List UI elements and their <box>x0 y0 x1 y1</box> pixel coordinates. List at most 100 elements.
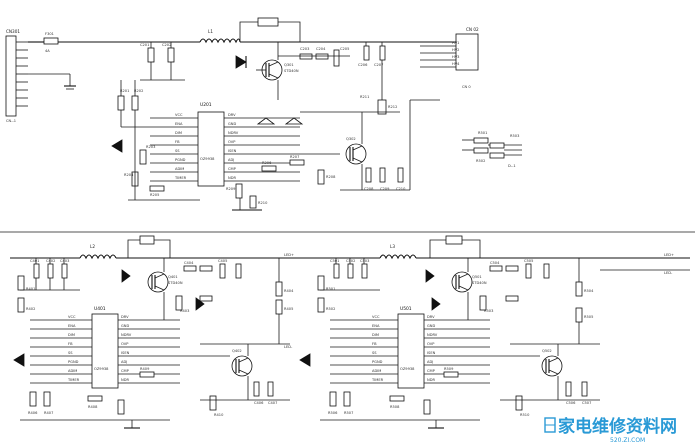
svg-text:DRV: DRV <box>228 113 236 117</box>
lower-left-circuit: L2 Q401 STD40N <box>10 235 300 429</box>
svg-text:C205: C205 <box>340 47 349 51</box>
svg-text:DIM: DIM <box>175 131 182 135</box>
svg-text:R404: R404 <box>284 289 294 293</box>
svg-text:R205: R205 <box>150 193 159 197</box>
fuse-label: F301 <box>45 32 54 36</box>
svg-text:ISEN: ISEN <box>121 351 130 355</box>
svg-text:R506: R506 <box>328 411 338 415</box>
svg-text:R207: R207 <box>290 155 299 159</box>
svg-text:PGND: PGND <box>68 360 79 364</box>
mosfet-q401 <box>147 271 169 293</box>
svg-text:ADJ: ADJ <box>228 158 234 162</box>
svg-text:C404: C404 <box>184 261 194 265</box>
svg-text:GND: GND <box>228 122 236 126</box>
svg-text:C207: C207 <box>374 63 383 67</box>
svg-text:FB: FB <box>175 140 180 144</box>
input-cap-1 <box>147 47 155 63</box>
svg-text:R401: R401 <box>26 287 35 291</box>
svg-text:PGND: PGND <box>175 158 186 162</box>
svg-text:C204: C204 <box>316 47 326 51</box>
mosfet-q502 <box>541 355 563 377</box>
svg-text:R203: R203 <box>146 145 155 149</box>
svg-text:R407: R407 <box>44 411 53 415</box>
ic-u201-right-pins: DRV GND NDRV OVP ISEN ADJ CMP NDR <box>224 113 340 182</box>
svg-text:NDR: NDR <box>228 176 236 180</box>
watermark-text: 家电维修资料网 <box>558 416 677 437</box>
svg-text:Q501: Q501 <box>472 275 482 279</box>
svg-text:TIMER: TIMER <box>174 176 187 180</box>
svg-text:R509: R509 <box>444 367 454 371</box>
svg-text:R211: R211 <box>360 95 369 99</box>
svg-text:C209: C209 <box>380 187 390 191</box>
input-connector <box>5 35 17 117</box>
svg-text:CMP: CMP <box>121 369 130 373</box>
svg-text:Q402: Q402 <box>232 349 242 353</box>
svg-text:NDRV: NDRV <box>427 333 438 337</box>
svg-text:STD40N: STD40N <box>472 281 487 285</box>
svg-text:OVP: OVP <box>427 342 435 346</box>
svg-text:C202: C202 <box>162 43 171 47</box>
svg-text:CMP: CMP <box>427 369 436 373</box>
watermark-url: 520.ZI.COM <box>610 437 645 444</box>
svg-text:Q502: Q502 <box>542 349 552 353</box>
mosfet-q301 <box>256 59 283 81</box>
svg-text:U401: U401 <box>94 306 106 312</box>
input-connector-label: CN301 <box>6 29 20 34</box>
inductor-l2 <box>79 254 117 260</box>
mini-resistor-block <box>462 137 522 159</box>
svg-text:NDR: NDR <box>427 378 435 382</box>
svg-text:R508: R508 <box>390 405 400 409</box>
svg-text:R201: R201 <box>120 89 129 93</box>
svg-text:GND: GND <box>427 324 435 328</box>
svg-text:R402: R402 <box>26 307 35 311</box>
diode-upper <box>235 55 247 69</box>
svg-text:R510: R510 <box>520 413 530 417</box>
svg-text:FB: FB <box>372 342 377 346</box>
svg-text:R210: R210 <box>258 201 268 205</box>
svg-text:R501: R501 <box>326 287 335 291</box>
svg-text:R507: R507 <box>344 411 353 415</box>
svg-text:C210: C210 <box>396 187 406 191</box>
inductor-l3 <box>379 254 417 260</box>
watermark-logo-icon <box>544 417 556 433</box>
mini-block-sub: D--1 <box>508 164 516 168</box>
fuse <box>43 37 59 45</box>
upper-circuit: CN301 CN--1 F301 4A L1 <box>5 17 522 211</box>
svg-text:ADJ: ADJ <box>427 360 433 364</box>
svg-text:LED+: LED+ <box>664 253 674 257</box>
mosfet-q302-label: Q302 <box>346 137 356 141</box>
watermark: 家电维修资料网 520.ZI.COM <box>540 414 692 444</box>
svg-text:C201: C201 <box>140 43 149 47</box>
svg-text:CMP: CMP <box>228 167 237 171</box>
svg-text:C507: C507 <box>582 401 591 405</box>
svg-text:ADIM: ADIM <box>68 369 77 373</box>
svg-text:SS: SS <box>372 351 377 355</box>
svg-text:R204: R204 <box>124 173 134 177</box>
ic-u401-left-pins: VCC ENA DIM FB SS PGND ADIM TIMER <box>30 315 92 384</box>
output-pin-2: HV2 <box>452 48 459 52</box>
output-connector-sub: CN 0 <box>462 85 471 89</box>
svg-text:C503: C503 <box>360 259 369 263</box>
mosfet-q402 <box>231 355 253 377</box>
svg-text:C504: C504 <box>490 261 500 265</box>
svg-text:OZ9938: OZ9938 <box>94 367 109 371</box>
ic-u501-left-pins: VCC ENA DIM FB SS PGND ADIM TIMER <box>330 315 398 384</box>
svg-text:ENA: ENA <box>68 324 76 328</box>
svg-text:SS: SS <box>68 351 73 355</box>
svg-text:VCC: VCC <box>175 113 183 117</box>
ic-u501 <box>397 313 425 389</box>
svg-text:VCC: VCC <box>372 315 380 319</box>
fuse-value: 4A <box>45 49 50 53</box>
svg-text:PGND: PGND <box>372 360 383 364</box>
svg-text:OVP: OVP <box>228 140 236 144</box>
svg-text:C208: C208 <box>364 187 374 191</box>
svg-text:VCC: VCC <box>68 315 76 319</box>
svg-text:R406: R406 <box>28 411 38 415</box>
svg-text:DRV: DRV <box>121 315 129 319</box>
svg-text:C402: C402 <box>46 259 55 263</box>
svg-text:NDRV: NDRV <box>121 333 132 337</box>
svg-text:DIM: DIM <box>372 333 379 337</box>
svg-text:C501: C501 <box>330 259 339 263</box>
svg-text:C406: C406 <box>254 401 264 405</box>
